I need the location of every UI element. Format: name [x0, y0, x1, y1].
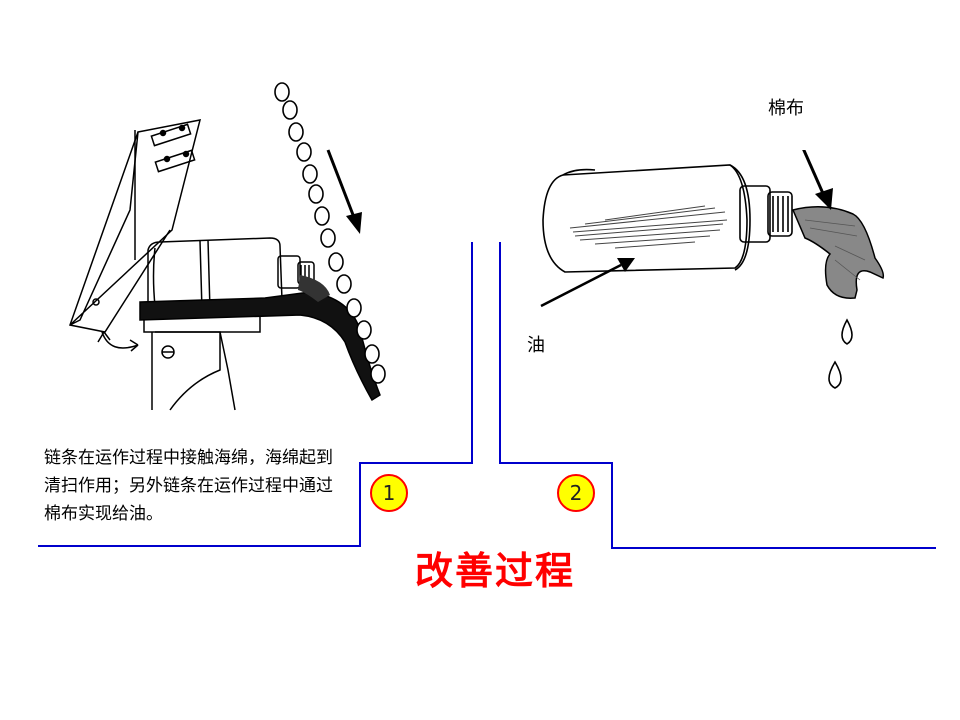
step-2-badge: 2: [557, 474, 595, 512]
left-frame-line: [38, 242, 473, 547]
chain-sponge-illustration: [69, 82, 386, 411]
oil-label: 油: [527, 335, 545, 356]
oil-bottle-cloth-illustration: [540, 150, 885, 389]
description-text: 链条在运作过程中接触海绵，海绵起到清扫作用；另外链条在运作过程中通过棉布实现给油…: [44, 448, 333, 524]
right-frame-line: [499, 242, 936, 549]
cotton-cloth-label: 棉布: [768, 98, 804, 119]
step-1-badge: 1: [370, 474, 408, 512]
slide-title: 改善过程: [414, 549, 575, 593]
